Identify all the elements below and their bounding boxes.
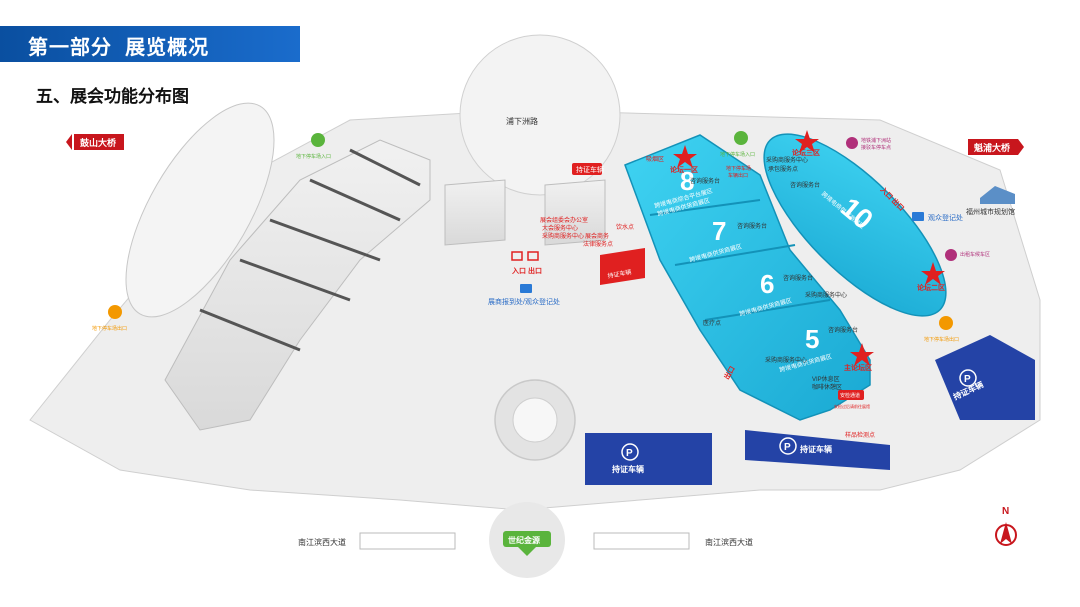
consult-desk-label-10: 咨询服务台 [790, 181, 820, 189]
parking-exit-label-left: 地下停车场出口 [92, 325, 127, 332]
consult-desk-label-7: 咨询服务台 [737, 222, 767, 230]
register-icon [520, 284, 532, 293]
taxi-label: 出租车候车区 [960, 251, 990, 258]
legal-label-2: 法律服务点 [583, 240, 613, 248]
entrance-icon [511, 251, 523, 261]
security-note: 安检过后请前往展馆 [834, 403, 870, 409]
underground-parking-icon-left [311, 133, 325, 147]
office-label-3: 采购商服务中心 [542, 232, 584, 240]
underground-parking-icon-right [734, 131, 748, 145]
forum-star-3 [795, 130, 819, 153]
permit-top-badge [572, 163, 602, 175]
water-label: 饮水点 [616, 223, 634, 231]
central-building-left [444, 179, 506, 246]
hall-5-number: 5 [805, 324, 819, 354]
parking-center-symbol: P [626, 448, 633, 459]
entrance-exit-center: 入口 出口 [511, 266, 542, 275]
legal-label-1: 展会商务 [585, 232, 609, 240]
ramp-note-1: 地下停车场 [726, 165, 751, 172]
purchase-center-label-5: 采购商服务中心 [765, 356, 807, 364]
section-banner: 第一部分 展览概况 [0, 26, 300, 62]
hall-8-number: 8 [680, 166, 694, 196]
left-exhibition-building [164, 139, 431, 431]
parking-blue-right [935, 335, 1035, 420]
forum-star-main [850, 343, 874, 366]
parking-right-symbol: P [964, 374, 971, 385]
forum-star-2 [921, 262, 945, 285]
cafe-label: 咖啡休憩区 [812, 383, 842, 391]
upper-center-label: 采购商服务中心 [766, 156, 808, 164]
parking-center-label: 持证车辆 [612, 464, 644, 474]
consult-desk-label-6: 咨询服务台 [783, 274, 813, 282]
forum-2-label: 论坛二区 [917, 283, 945, 292]
section-title: 第一部分 展览概况 [28, 37, 210, 59]
consult-desk-label-5: 咨询服务台 [828, 326, 858, 334]
central-building-right [544, 179, 606, 246]
left-bridge-sign [74, 134, 124, 150]
parking-lower-label: 持证车辆 [800, 444, 832, 454]
compass-north: N [1002, 506, 1009, 517]
planning-hall-icon [980, 186, 1015, 204]
lost-found-label: 承包服务点 [768, 165, 798, 173]
parking-blue-lower [745, 430, 890, 470]
permit-top-label: 持证车辆 [576, 165, 604, 174]
right-bridge-label: 魁浦大桥 [974, 142, 1011, 153]
bottom-road-right [593, 532, 690, 550]
purchase-center-label-6: 采购商服务中心 [805, 291, 847, 299]
metro-note-2: 接驳车停车点 [861, 144, 891, 151]
parking-red [600, 248, 645, 285]
hall-10-building [763, 133, 947, 317]
left-bridge-label: 鼓山大桥 [80, 137, 117, 148]
right-bridge-sign [968, 139, 1018, 155]
top-road-label: 浦下洲路 [506, 116, 538, 126]
clinic-label: 医疗点 [703, 319, 721, 327]
parking-exit-icon-right [939, 316, 953, 330]
parking-blue-center [585, 433, 712, 485]
ramp-note-2: 车辆出口 [728, 172, 748, 179]
center-landmark-label: 世纪金源 [508, 535, 540, 545]
office-label-2: 大会服务中心 [542, 224, 578, 232]
metro-note-1: 地铁浦下洲站 [861, 137, 891, 144]
parking-exit-label-right: 地下停车场出口 [924, 336, 959, 343]
smoking-label: 吸烟区 [646, 155, 664, 163]
right-bridge-arrow [1018, 139, 1024, 155]
bottom-road-left-label: 南江滨西大道 [298, 537, 346, 547]
bottom-road-left [359, 532, 456, 550]
consult-desk-label-8: 咨询服务台 [690, 177, 720, 185]
hall-6-number: 6 [760, 269, 774, 299]
taxi-icon [945, 249, 957, 261]
inspection-label: 样品检测点 [845, 431, 875, 439]
left-bridge-arrow [66, 134, 72, 150]
main-forum-label: 主论坛区 [844, 363, 872, 372]
metro-icon [846, 137, 858, 149]
left-oval-building [125, 102, 275, 318]
visitor-register-label: 观众登记处 [928, 213, 963, 222]
exit-icon [527, 251, 539, 261]
top-circle [459, 34, 621, 196]
page-subtitle: 五、展会功能分布图 [36, 87, 189, 106]
planning-hall-label: 福州城市规划馆 [966, 207, 1015, 216]
bottom-road-right-label: 南江滨西大道 [705, 537, 753, 547]
visitor-register-icon [912, 212, 924, 221]
hall-block [624, 134, 871, 421]
hall-7-number: 7 [712, 216, 726, 246]
office-label-1: 展会组委会办公室 [540, 216, 588, 224]
security-label: 安检通道 [840, 392, 860, 399]
forum-3-label: 论坛三区 [792, 148, 820, 157]
parking-exit-icon-left [108, 305, 122, 319]
vip-label: VIP休息区 [812, 375, 840, 383]
register-label: 展商报到处/观众登记处 [488, 297, 560, 306]
center-landmark-badge [503, 531, 551, 547]
forum-star-1 [673, 145, 697, 168]
forum-1-label: 论坛一区 [670, 165, 698, 174]
underground-parking-label-left: 地下停车场入口 [296, 153, 331, 160]
parking-lower-symbol: P [784, 442, 791, 453]
underground-parking-label-right: 地下停车场入口 [720, 151, 755, 158]
security-badge [838, 390, 864, 400]
